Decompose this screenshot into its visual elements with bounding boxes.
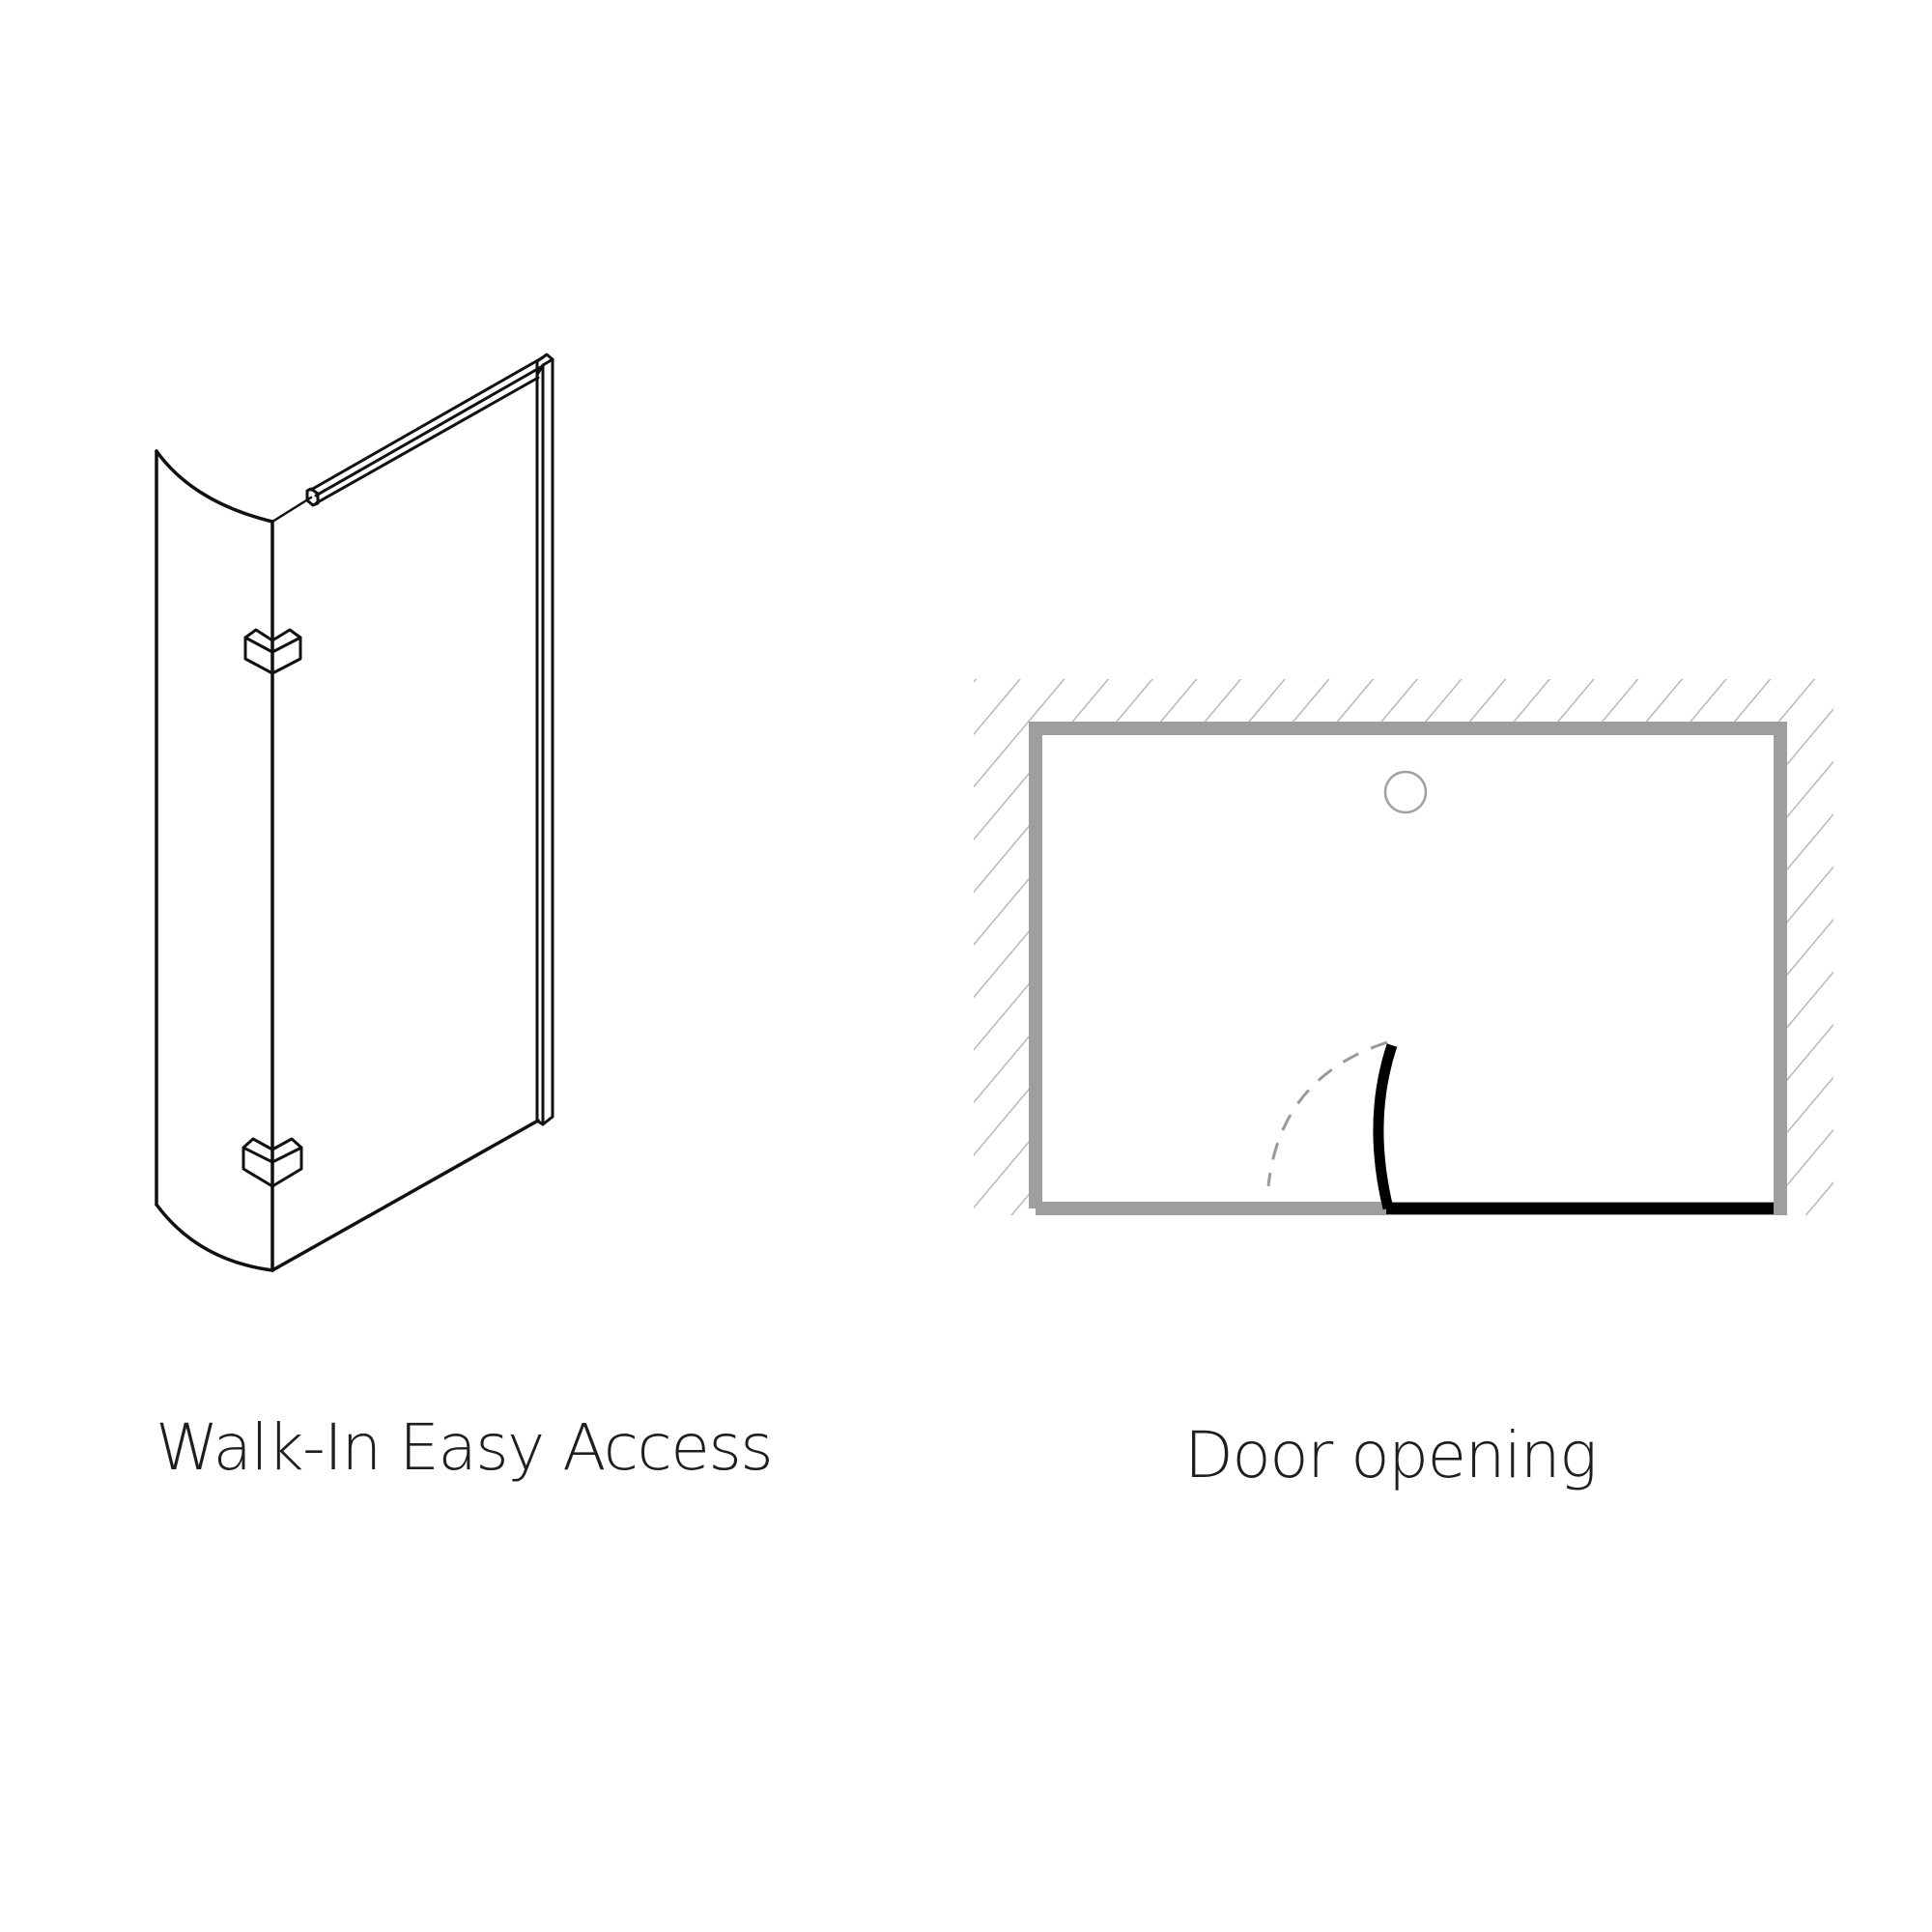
hinge-lower-icon	[242, 1137, 303, 1188]
hinge-upper-icon	[243, 628, 302, 675]
door-bottom-edge	[270, 1119, 540, 1272]
curved-return-panel	[155, 449, 274, 1272]
floor-plan-illustration	[974, 679, 1833, 1215]
enclosure-outline	[1029, 722, 1787, 1215]
top-rail	[305, 355, 545, 507]
caption-walk-in-easy-access: Walk-In Easy Access	[156, 1410, 774, 1485]
shower-screen-illustration	[155, 353, 554, 1272]
wall-hatch	[974, 679, 1833, 1215]
wall-profile	[535, 353, 554, 1126]
curved-door	[1373, 1043, 1398, 1210]
drain-icon	[1383, 770, 1428, 814]
door-swing-arc	[1266, 1040, 1388, 1187]
door-top-edge	[270, 496, 313, 524]
caption-door-opening: Door opening	[1184, 1418, 1598, 1492]
